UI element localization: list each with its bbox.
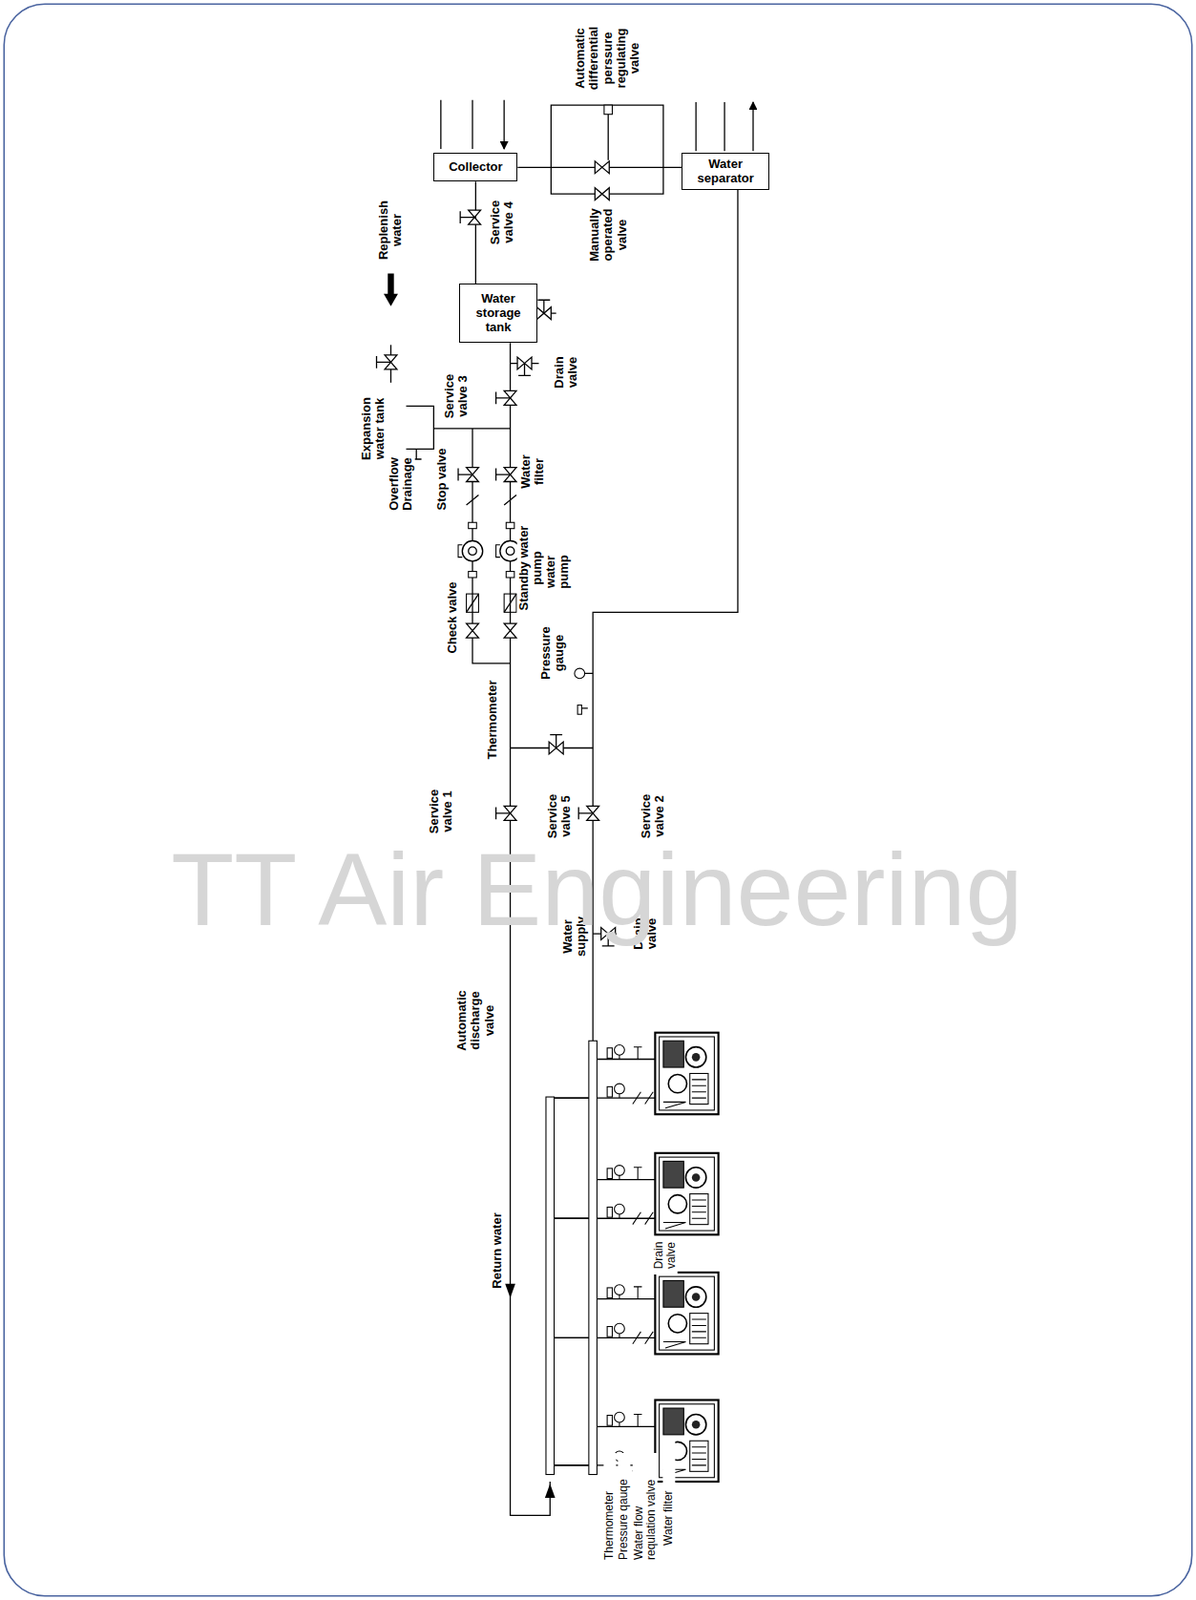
process-box: Water storage tank: [459, 283, 538, 343]
valve-symbols: [517, 356, 532, 370]
callout-label: Drain valve: [652, 1236, 678, 1275]
callout-label: Drain valve: [552, 352, 581, 393]
valve-symbols: [536, 307, 551, 320]
flow-arrow: [504, 1283, 516, 1299]
pump-symbols: [458, 541, 483, 562]
valve-symbols: [594, 188, 609, 201]
callout-label: Thermometer: [604, 1452, 617, 1560]
pressure-gauge: [574, 668, 586, 679]
supply-header: [588, 1040, 598, 1474]
valve-symbols: [384, 161, 616, 941]
callout-label: Water flow requlation valve: [631, 1452, 657, 1560]
watermark: TT Air Engineering: [170, 838, 1023, 942]
valve-symbols: [548, 741, 564, 755]
callout-label: Pressure qauqe: [618, 1452, 631, 1560]
callout-label: Expansion water tank: [359, 392, 388, 465]
flow-arrow: [545, 1483, 556, 1498]
callout-label: Manually operated valve: [587, 201, 630, 269]
callout-label: water pump: [543, 549, 571, 594]
callout-label: Service valve 3: [442, 368, 471, 424]
box-label: Water separator: [686, 157, 765, 187]
callout-label: Service valve 1: [427, 783, 456, 840]
callout-label: Stop valve: [435, 440, 449, 518]
callout-label: Service valve 2: [639, 788, 668, 844]
callout-label: Automatic discharge valve: [455, 986, 497, 1055]
diff-valve-actuator: [604, 104, 613, 115]
replenish-arrow: [383, 272, 399, 306]
chiller-units: [654, 1153, 718, 1236]
check-valve: [503, 593, 517, 612]
valve-symbols: [466, 467, 480, 483]
valve-symbols: [587, 805, 600, 820]
callout-label: Service valve 5: [545, 788, 574, 844]
callout-label: Check valve: [444, 577, 459, 658]
unit-rows: [554, 1058, 656, 1465]
unit-rows: [554, 1097, 589, 1466]
callout-label: Service valve 4: [488, 194, 517, 251]
unit-rows: [554, 1058, 656, 1465]
chiller-units: [654, 1272, 718, 1355]
valve-symbols: [384, 355, 398, 370]
callout-label: Water filter: [663, 1438, 676, 1546]
callout-label: Pressure gauge: [539, 621, 567, 685]
pump-symbols: [458, 541, 521, 562]
pipes: [377, 210, 594, 819]
valve-symbols: [594, 161, 609, 174]
page-frame: [3, 3, 1192, 1595]
callout-label: Replenish water: [377, 194, 405, 266]
pipes: [377, 100, 755, 1516]
valve-symbols: [503, 805, 517, 820]
callout-label: Overflow Drainage: [387, 452, 416, 516]
check-valve: [466, 593, 480, 612]
box-label: Collector: [438, 160, 513, 175]
process-box: Water separator: [681, 152, 770, 190]
valve-symbols: [503, 623, 517, 638]
valve-symbols: [503, 390, 517, 405]
callout-label: Return water: [490, 1204, 504, 1297]
flange: [505, 571, 515, 578]
valve-symbols: [503, 467, 517, 483]
process-box: Collector: [433, 152, 518, 182]
valve-symbols: [466, 623, 480, 638]
chiller-units: [654, 1032, 718, 1115]
flange: [468, 571, 478, 578]
callout-label: Standby water pump: [517, 518, 546, 618]
pipe-connector: [475, 181, 477, 284]
callout-label: Water filter: [519, 449, 547, 494]
box-label: Water storage tank: [463, 292, 533, 336]
thermometer: [577, 705, 582, 715]
pipes: [510, 363, 540, 377]
callout-label: Automatic differential perssure regulati…: [573, 19, 642, 98]
filter-body: [505, 522, 515, 528]
callout-label: Thermometer: [485, 673, 500, 766]
filter-body: [468, 522, 478, 528]
pipes: [550, 104, 664, 194]
valve-symbols: [468, 209, 482, 225]
pipes: [440, 100, 504, 149]
return-header: [545, 1096, 555, 1474]
pipes: [695, 102, 754, 151]
